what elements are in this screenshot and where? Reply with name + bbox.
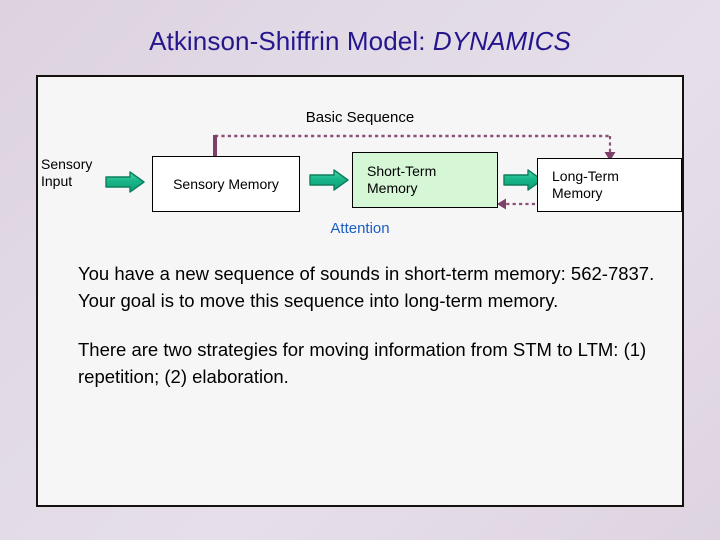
node-stm-line-2: Memory (367, 180, 418, 196)
content-panel: Basic Sequence Sensory Input (36, 75, 684, 507)
arrowhead-into-short-term (497, 198, 506, 210)
green-arrow-input-to-sensory (105, 171, 145, 193)
node-short-term-memory-label: Short-Term Memory (367, 163, 436, 197)
diagram-caption-attention: Attention (330, 220, 390, 237)
body-paragraph-1: You have a new sequence of sounds in sho… (78, 263, 655, 311)
page-title: Atkinson-Shiffrin Model: DYNAMICS (0, 26, 720, 57)
flow-diagram: Basic Sequence Sensory Input (38, 77, 682, 252)
title-emphasis-text: DYNAMICS (432, 26, 571, 56)
title-main-text: Atkinson-Shiffrin Model: (149, 26, 426, 56)
node-long-term-memory-label: Long-Term Memory (552, 168, 619, 202)
sensory-input-line-2: Input (41, 173, 73, 189)
node-ltm-line-1: Long-Term (552, 168, 619, 184)
node-long-term-memory[interactable]: Long-Term Memory (537, 158, 682, 212)
node-short-term-memory[interactable]: Short-Term Memory (352, 152, 498, 208)
sensory-input-line-1: Sensory (41, 156, 93, 172)
node-sensory-memory-label: Sensory Memory (173, 175, 279, 192)
node-stm-line-1: Short-Term (367, 163, 437, 179)
diagram-caption-basic-sequence: Basic Sequence (305, 109, 415, 126)
body-text-block: You have a new sequence of sounds in sho… (78, 260, 658, 390)
node-sensory-memory[interactable]: Sensory Memory (152, 156, 300, 212)
body-paragraph-2: There are two strategies for moving info… (78, 339, 647, 387)
diagram-source-label: Sensory Input (41, 156, 92, 190)
green-arrow-sensory-to-stm (309, 169, 349, 191)
node-ltm-line-2: Memory (552, 185, 603, 201)
